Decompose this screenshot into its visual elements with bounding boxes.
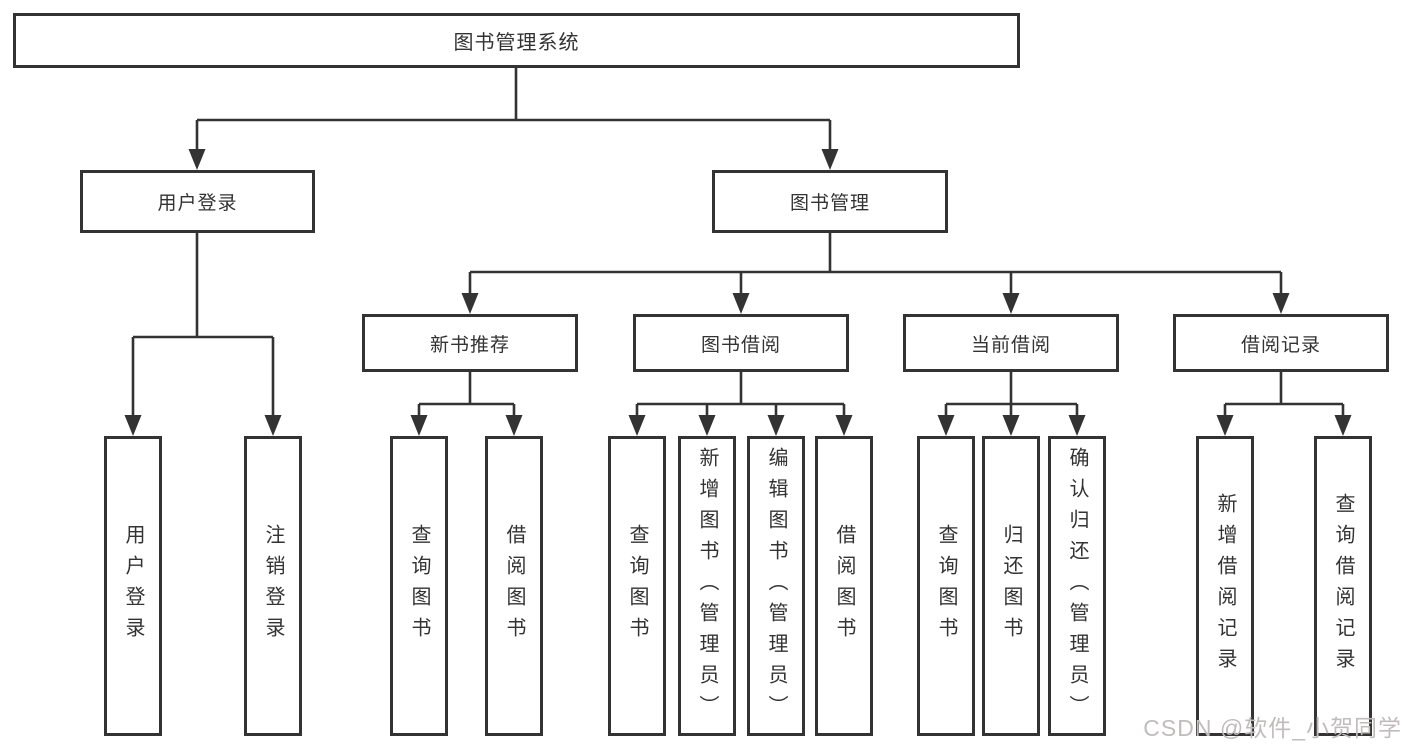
node-book-borrowing-label: 图书借阅	[700, 334, 781, 356]
leaf-records-query-record: 查询借阅记录	[1314, 436, 1372, 736]
leaf-borrowing-query-books: 查询图书	[608, 436, 666, 736]
leaf-current-return-books-label: 归还图书	[1000, 524, 1022, 648]
leaf-recommend-query-books: 查询图书	[390, 436, 448, 736]
node-book-borrowing: 图书借阅	[633, 314, 849, 372]
leaf-borrowing-add-books-admin: 新增图书（管理员）	[678, 436, 736, 736]
leaf-current-confirm-return-admin: 确认归还（管理员）	[1048, 436, 1106, 736]
node-current-borrowing: 当前借阅	[903, 314, 1119, 372]
leaf-borrowing-borrow-books: 借阅图书	[815, 436, 873, 736]
node-book-management-label: 图书管理	[789, 193, 870, 214]
leaf-borrowing-edit-books-admin-label: 编辑图书（管理员）	[765, 446, 787, 726]
leaf-current-confirm-return-admin-label: 确认归还（管理员）	[1066, 446, 1088, 726]
leaf-user-login: 用户登录	[104, 436, 162, 736]
leaf-current-return-books: 归还图书	[982, 436, 1040, 736]
leaf-borrowing-borrow-books-label: 借阅图书	[833, 524, 855, 648]
leaf-recommend-query-books-label: 查询图书	[408, 524, 430, 648]
leaf-current-query-books-label: 查询图书	[935, 524, 957, 648]
node-borrowing-records: 借阅记录	[1173, 314, 1389, 372]
leaf-current-query-books: 查询图书	[917, 436, 975, 736]
leaf-recommend-borrow-books-label: 借阅图书	[503, 524, 525, 648]
node-current-borrowing-label: 当前借阅	[970, 334, 1051, 356]
leaf-borrowing-query-books-label: 查询图书	[626, 524, 648, 648]
leaf-logout-label: 注销登录	[262, 524, 284, 648]
node-root-label: 图书管理系统	[453, 32, 580, 54]
leaf-recommend-borrow-books: 借阅图书	[485, 436, 543, 736]
node-new-book-recommend-label: 新书推荐	[429, 334, 510, 356]
node-borrowing-records-label: 借阅记录	[1240, 334, 1321, 356]
node-root: 图书管理系统	[13, 13, 1020, 68]
leaf-logout: 注销登录	[244, 436, 302, 736]
node-user-login-label: 用户登录	[157, 193, 238, 214]
leaf-borrowing-edit-books-admin: 编辑图书（管理员）	[747, 436, 805, 736]
node-user-login: 用户登录	[80, 170, 315, 233]
node-new-book-recommend: 新书推荐	[362, 314, 578, 372]
node-book-management: 图书管理	[712, 170, 948, 233]
leaf-records-add-record: 新增借阅记录	[1196, 436, 1254, 736]
leaf-user-login-label: 用户登录	[122, 524, 144, 648]
leaf-borrowing-add-books-admin-label: 新增图书（管理员）	[696, 446, 718, 726]
leaf-records-query-record-label: 查询借阅记录	[1332, 493, 1354, 679]
leaf-records-add-record-label: 新增借阅记录	[1214, 493, 1236, 679]
